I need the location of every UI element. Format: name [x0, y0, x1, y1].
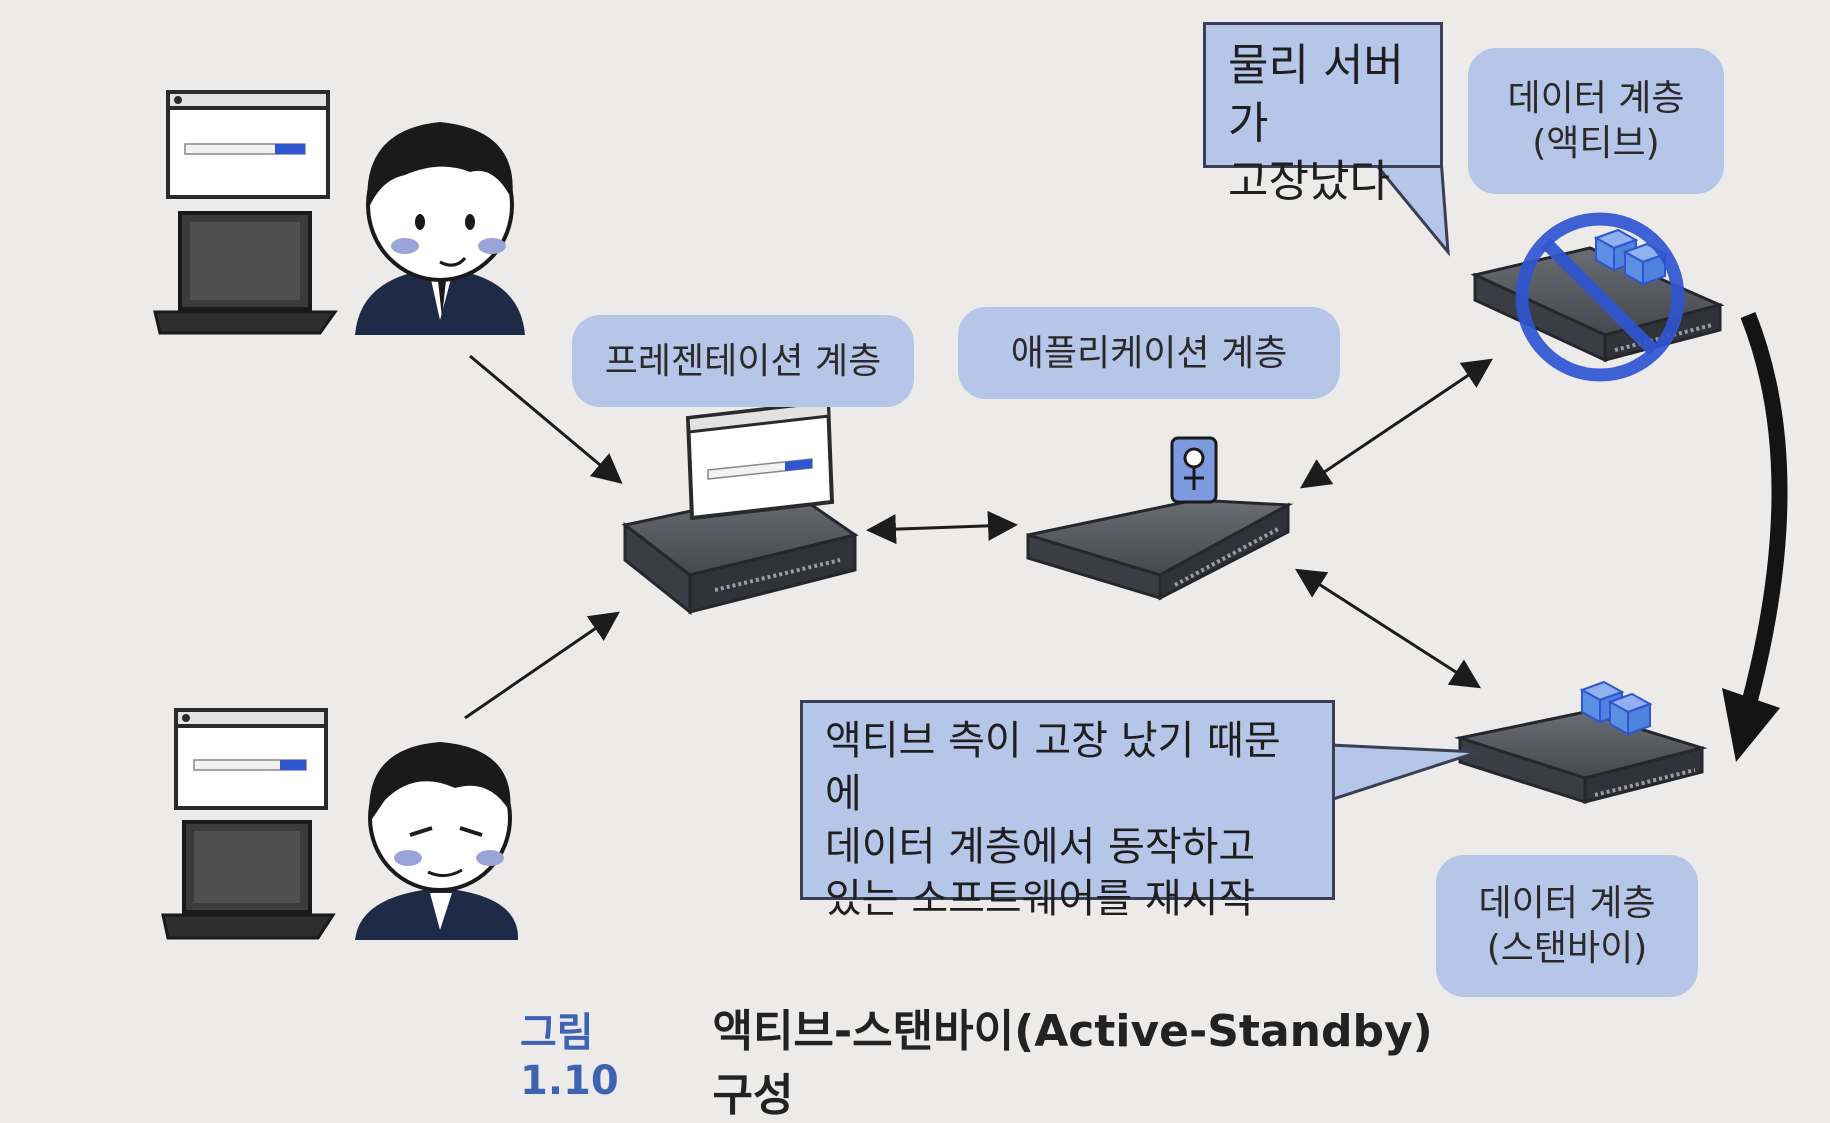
client-browser-bottom	[174, 708, 328, 810]
diagram-stage: 프레젠테이션 계층 애플리케이션 계층 데이터 계층 (액티브) 데이터 계층 …	[153, 22, 1788, 1121]
diagram-graphics	[153, 90, 1788, 940]
presentation-server-icon	[621, 488, 859, 616]
figure-number: 그림 1.10	[520, 1010, 619, 1104]
figure-caption: 그림 1.10 액티브-스탠바이(Active-Standby) 구성	[520, 995, 1460, 1123]
failover-arrowhead	[1722, 688, 1780, 762]
presentation-browser-icon	[685, 399, 835, 521]
data-standby-tier-label: 데이터 계층 (스탠바이)	[1436, 855, 1698, 997]
figure-title: 액티브-스탠바이(Active-Standby) 구성	[712, 1006, 1433, 1121]
data-blocks-icon-active	[1593, 228, 1668, 286]
application-server-icon	[1026, 498, 1294, 601]
laptop-icon-bottom	[161, 820, 336, 940]
laptop-icon-top	[153, 211, 338, 335]
arrow-application-active	[1300, 358, 1493, 489]
app-process-icon	[1170, 436, 1218, 504]
prohibited-icon	[1515, 212, 1685, 382]
data-standby-server-icon	[1454, 710, 1708, 805]
server-failure-callout: 물리 서버가 고장났다	[1203, 22, 1443, 207]
data-active-tier-label: 데이터 계층 (액티브)	[1468, 48, 1724, 194]
failover-arrow-icon	[1740, 312, 1788, 703]
arrow-client2-to-presentation	[464, 611, 620, 720]
presentation-tier-label: 프레젠테이션 계층	[572, 315, 914, 407]
arrow-application-standby	[1294, 568, 1482, 689]
user-older-icon	[355, 742, 519, 940]
arrow-client1-to-presentation	[469, 354, 623, 484]
callout-tail-restart	[1328, 743, 1479, 803]
client-browser-top	[166, 90, 330, 199]
application-tier-label: 애플리케이션 계층	[958, 307, 1340, 399]
arrow-presentation-application	[866, 510, 1018, 545]
data-blocks-icon-standby	[1579, 680, 1653, 736]
user-young-icon	[355, 122, 525, 335]
restart-note-callout: 액티브 측이 고장 났기 때문에 데이터 계층에서 동작하고 있는 소프트웨어를…	[800, 700, 1335, 922]
